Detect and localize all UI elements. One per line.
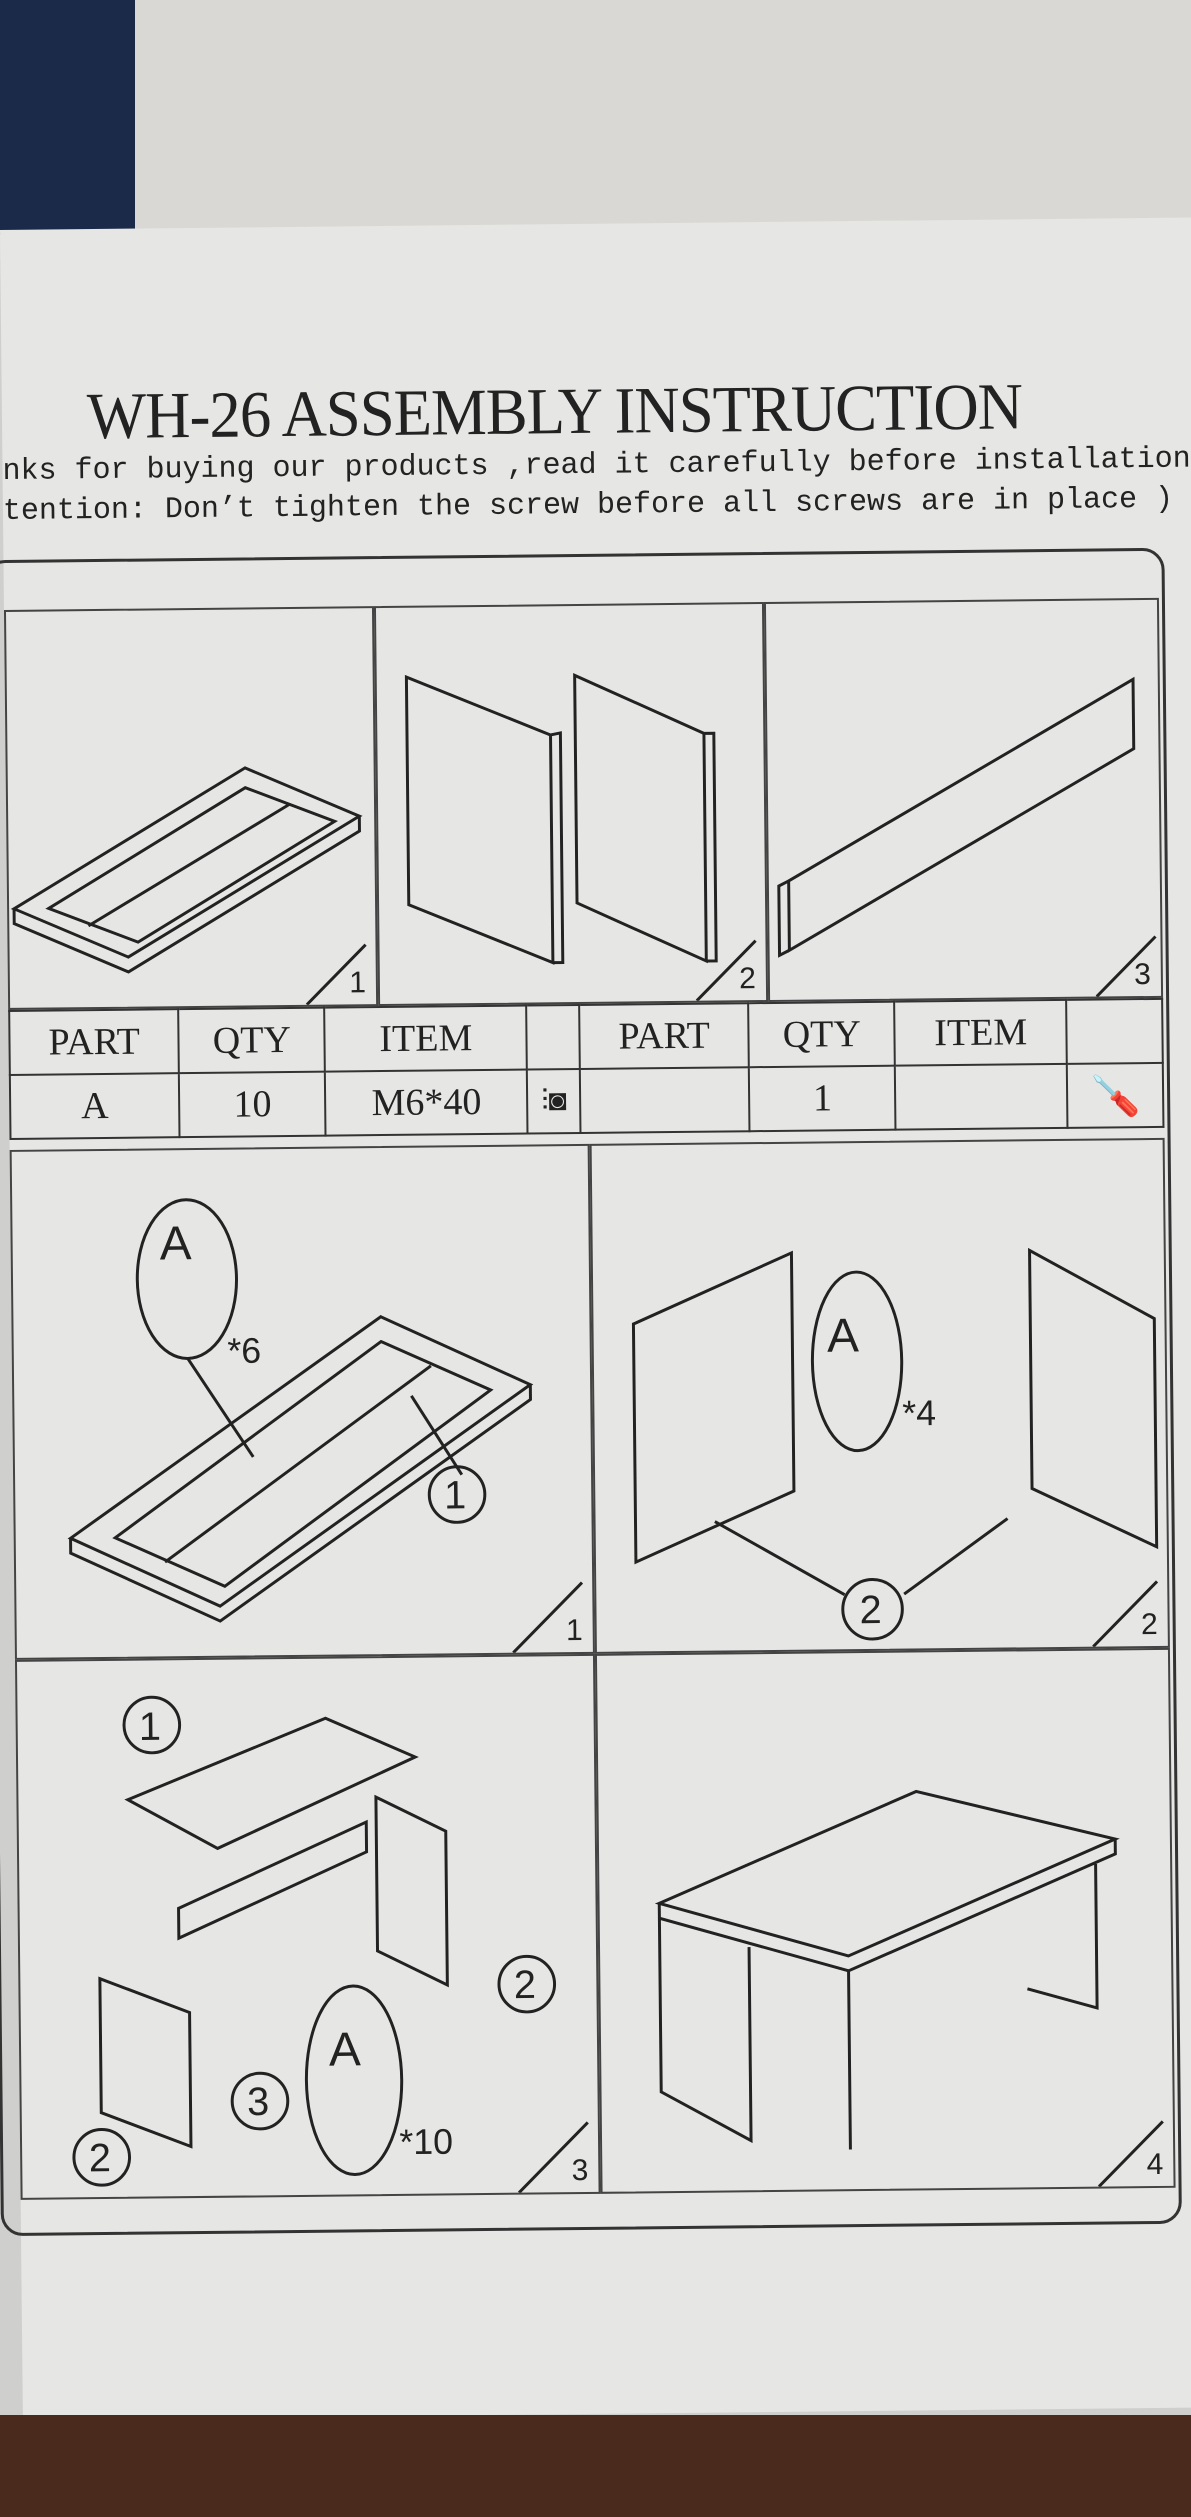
step3-callout-1: 1 bbox=[139, 1705, 162, 1749]
cell-item-2 bbox=[895, 1063, 1068, 1130]
curtain bbox=[0, 0, 135, 235]
page-title: WH-26 ASSEMBLY INSTRUCTION bbox=[86, 370, 1023, 454]
header-icon bbox=[526, 1004, 580, 1070]
parts-table: PART QTY ITEM PART QTY ITEM A 10 M6*40 ⫶… bbox=[8, 998, 1164, 1140]
cell-part-2 bbox=[579, 1067, 750, 1133]
wooden-table bbox=[0, 2415, 1191, 2517]
header-item: ITEM bbox=[324, 1005, 528, 1072]
part-panel-1: 1 bbox=[3, 606, 379, 1010]
header-part: PART bbox=[9, 1009, 180, 1075]
part-number: 1 bbox=[349, 966, 367, 1000]
wall-background bbox=[0, 0, 1191, 260]
step3-callout-2b: 2 bbox=[89, 2136, 112, 2180]
part-number: 2 bbox=[739, 962, 757, 996]
step2-callout: 2 bbox=[859, 1588, 882, 1632]
step-number: 2 bbox=[1140, 1607, 1158, 1642]
cell-part: A bbox=[9, 1073, 180, 1139]
header-item-2: ITEM bbox=[894, 999, 1068, 1066]
cam-bolt-icon: ⫶◙ bbox=[527, 1068, 581, 1134]
step-number: 1 bbox=[565, 1613, 583, 1648]
screwdriver-icon: 🪛 bbox=[1067, 1062, 1164, 1128]
step-number: 4 bbox=[1146, 2147, 1164, 2182]
step-number: 3 bbox=[571, 2153, 589, 2188]
step3-callout-2: 2 bbox=[514, 1963, 537, 2007]
table-row: A 10 M6*40 ⫶◙ 1 🪛 bbox=[9, 1062, 1164, 1139]
step2-part-label: A bbox=[827, 1309, 860, 1362]
cell-qty: 10 bbox=[179, 1071, 326, 1138]
step3-part-label: A bbox=[329, 2023, 362, 2076]
cell-item: M6*40 bbox=[325, 1069, 528, 1136]
step-panel-1: A *6 1 1 bbox=[9, 1143, 595, 1660]
step3-qty-label: *10 bbox=[399, 2122, 453, 2163]
instruction-sheet: WH-26 ASSEMBLY INSTRUCTION nks for buyin… bbox=[0, 217, 1191, 2420]
step1-part-label: A bbox=[159, 1217, 192, 1270]
step3-callout-3: 3 bbox=[247, 2080, 270, 2124]
header-qty: QTY bbox=[178, 1007, 326, 1074]
header-icon-2 bbox=[1066, 998, 1163, 1064]
part-panel-2: 2 bbox=[373, 602, 769, 1007]
step-panel-4: 4 bbox=[594, 1647, 1176, 2194]
attention-line: tention: Don’t tighten the screw before … bbox=[2, 482, 1174, 529]
header-part-2: PART bbox=[579, 1003, 750, 1069]
step2-qty-label: *4 bbox=[902, 1393, 936, 1433]
part-panel-3: 3 bbox=[763, 597, 1164, 1002]
part-number: 3 bbox=[1133, 957, 1152, 992]
step-panel-2: A *4 2 2 bbox=[589, 1137, 1170, 1654]
step-panel-3: 1 2 3 2 A *10 3 bbox=[14, 1653, 601, 2200]
step1-qty-label: *6 bbox=[227, 1331, 261, 1371]
step1-callout: 1 bbox=[444, 1473, 467, 1517]
header-qty-2: QTY bbox=[748, 1001, 896, 1068]
cell-qty-2: 1 bbox=[749, 1065, 896, 1132]
